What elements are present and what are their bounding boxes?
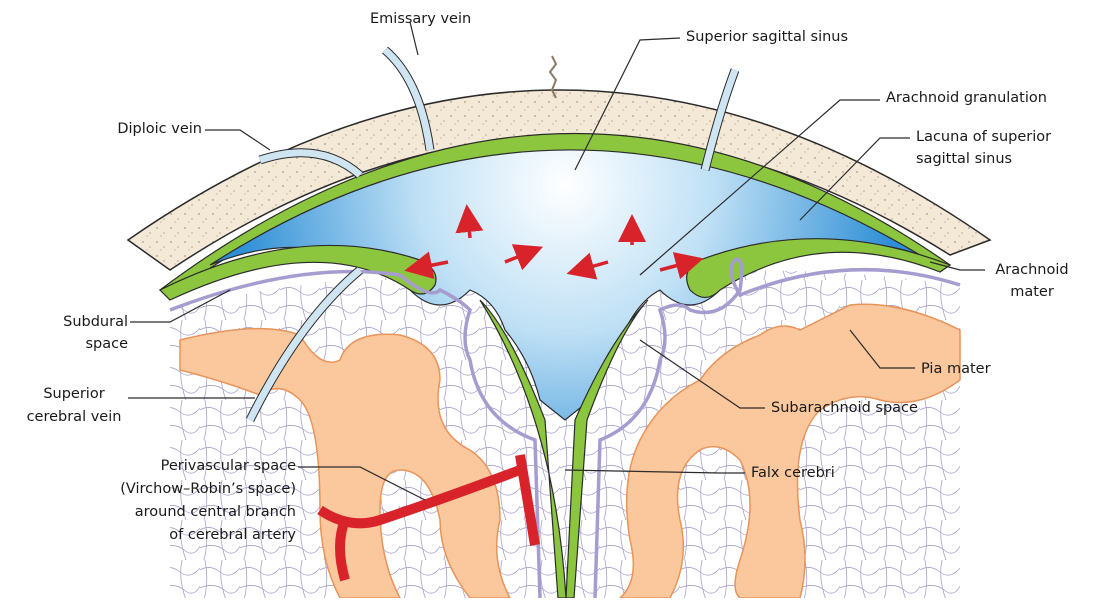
label-subdural-line1: Subdural — [30, 313, 128, 332]
label-arachnoid-granulation: Arachnoid granulation — [886, 89, 1047, 108]
label-falx-cerebri: Falx cerebri — [751, 464, 835, 483]
label-superior-cerebral-vein-line1: Superior — [20, 385, 128, 404]
label-pia-mater: Pia mater — [921, 360, 991, 379]
label-subdural-line2: space — [30, 335, 128, 354]
label-perivascular-line1: Perivascular space — [40, 457, 296, 476]
label-lacuna-line1: Lacuna of superior — [916, 128, 1051, 147]
label-perivascular-line2: (Virchow–Robin’s space) — [40, 480, 296, 499]
label-perivascular-line4: of cerebral artery — [40, 526, 296, 545]
artery-branch — [340, 520, 345, 580]
label-subarachnoid-space: Subarachnoid space — [771, 399, 918, 418]
label-lacuna-line2: sagittal sinus — [916, 150, 1012, 169]
label-superior-sagittal-sinus: Superior sagittal sinus — [686, 28, 848, 47]
label-arachnoid-mater-line1: Arachnoid — [992, 261, 1072, 280]
label-arachnoid-mater-line2: mater — [992, 283, 1072, 302]
label-diploic-vein: Diploic vein — [90, 120, 202, 139]
label-superior-cerebral-vein-line2: cerebral vein — [20, 408, 128, 427]
label-perivascular-line3: around central branch — [40, 503, 296, 522]
label-emissary-vein: Emissary vein — [370, 10, 471, 29]
